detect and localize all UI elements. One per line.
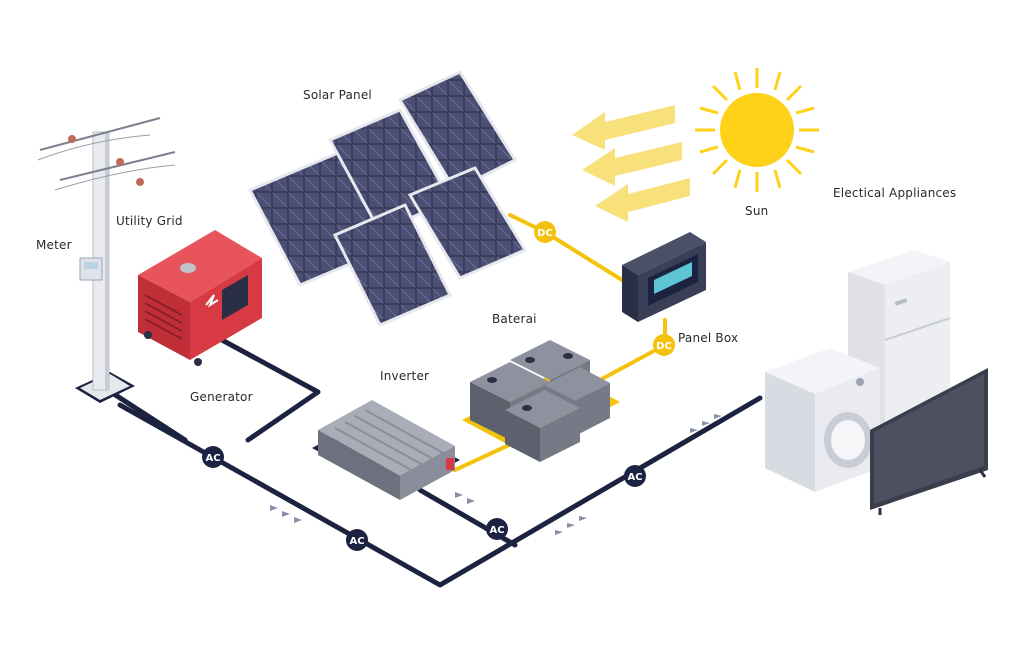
sun-label: Sun [745,204,769,218]
ac-badge-4-label: AC [627,472,642,483]
baterai-label: Baterai [492,312,537,326]
inverter [312,400,460,500]
solar-panel-label: Solar Panel [303,88,372,102]
dc-badge-1-label: DC [537,228,553,239]
ac-badge-1-label: AC [205,453,220,464]
batteries [462,340,620,462]
sun-ray-arrows [572,105,690,222]
inverter-label: Inverter [380,369,430,383]
panel-box-label: Panel Box [678,331,739,345]
panel-box [622,232,706,322]
dc-badge-2: DC [653,334,675,356]
appliances [765,250,988,515]
meter-box [79,257,103,281]
utility-pole [37,117,176,403]
flow-arrows [270,414,722,535]
ac-badge-1: AC [202,446,224,468]
appliances-label: Electical Appliances [833,186,957,200]
sun-icon [695,68,819,192]
ac-badge-3: AC [486,518,508,540]
generator [138,230,262,366]
ac-badge-3-label: AC [489,525,504,536]
generator-label: Generator [190,390,253,404]
dc-badge-2-label: DC [656,341,672,352]
ac-badge-2-label: AC [349,536,364,547]
washing-machine [765,348,880,492]
ac-badge-2: AC [346,529,368,551]
television [870,368,988,515]
dc-badge-1: DC [534,221,556,243]
utility-grid-label: Utility Grid [116,214,183,228]
solar-panels [247,70,528,327]
ac-badge-4: AC [624,465,646,487]
meter-label: Meter [36,238,72,252]
